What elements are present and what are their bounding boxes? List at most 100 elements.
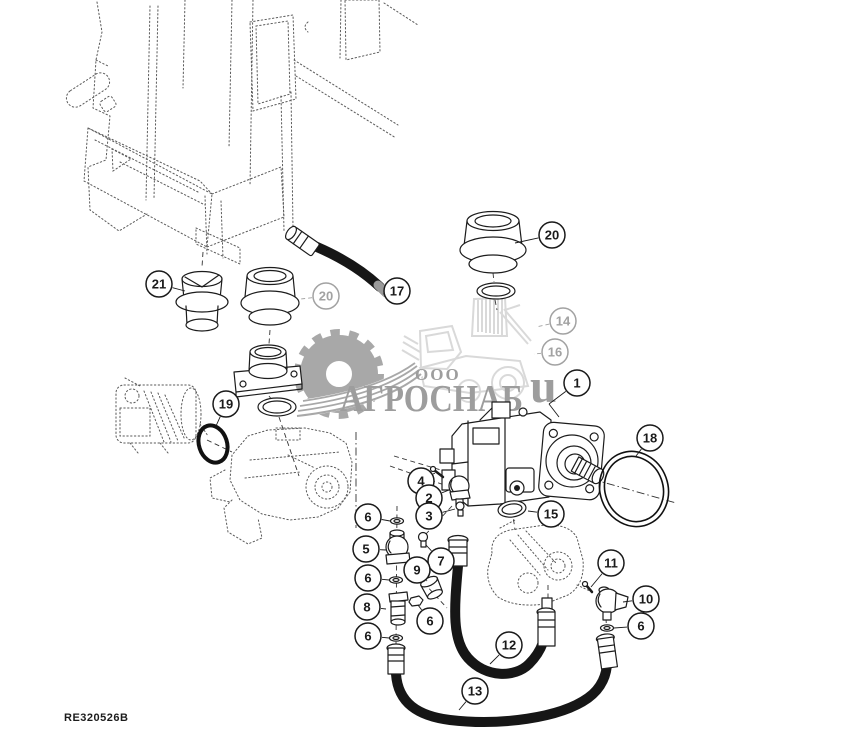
leader-6: [381, 578, 390, 581]
callout-label: 14: [556, 314, 571, 329]
leader-14: [535, 323, 550, 328]
washer-6-right: [599, 624, 615, 632]
callout-6: 6: [627, 612, 655, 640]
hose-12-right-fitting: [536, 597, 556, 647]
callout-label: 17: [390, 284, 404, 299]
washer-6-bottom: [388, 634, 404, 642]
callout-5: 5: [352, 535, 380, 563]
callout-label: 10: [639, 592, 653, 607]
callout-6: 6: [354, 503, 382, 531]
callout-label: 4: [417, 474, 425, 489]
leader-16: [533, 352, 542, 355]
figure-reference: RE320526B: [64, 712, 129, 724]
leader-4: [432, 472, 436, 475]
hose-17: [284, 225, 391, 298]
hose-13-right-fitting: [595, 633, 619, 670]
fitting-7: [417, 531, 429, 548]
callout-3: 3: [415, 502, 443, 530]
seal-ring-below-grommet: [476, 282, 516, 300]
grommet-left: [240, 266, 300, 326]
washer-6-top: [389, 517, 405, 525]
filler-neck-flange: [233, 344, 303, 417]
leader-1: [548, 391, 567, 405]
callout-label: 20: [545, 228, 559, 243]
fitting-8: [388, 591, 409, 626]
callout-label: 20: [319, 289, 333, 304]
fitting-4-screw: [429, 465, 445, 479]
leader-15: [527, 510, 538, 513]
callout-19: 19: [212, 390, 240, 418]
callout-11: 11: [597, 549, 625, 577]
leader-19: [215, 416, 221, 427]
nut-6: [408, 595, 424, 607]
swoosh: [295, 361, 425, 418]
screw-11: [581, 580, 594, 594]
callout-label: 15: [544, 507, 558, 522]
callout-18: 18: [636, 424, 664, 452]
watermark-prefix: ООО: [415, 365, 461, 384]
watermark-partial-letter: u: [530, 360, 557, 413]
leader-10: [622, 600, 633, 603]
leader-9: [426, 580, 428, 582]
leader-7: [425, 544, 432, 552]
callout-label: 6: [426, 614, 433, 629]
leader-21: [172, 287, 186, 292]
transmission-phantom-right: [487, 519, 593, 615]
washer-6-mid: [388, 576, 404, 584]
callout-label: 13: [468, 684, 482, 699]
callout-label: 6: [364, 510, 371, 525]
fitting-5-elbow: [385, 529, 411, 565]
callout-label: 18: [643, 431, 657, 446]
callout-label: 21: [152, 277, 166, 292]
o-ring-18: [598, 450, 670, 528]
callout-label: 6: [364, 629, 371, 644]
callout-14: 14: [549, 307, 577, 335]
callout-label: 8: [363, 600, 370, 615]
main-pump: [439, 401, 605, 507]
leader-12: [489, 654, 500, 665]
callout-label: 3: [425, 509, 432, 524]
leader-20: [300, 297, 313, 300]
hose-13-left-fitting: [386, 643, 406, 675]
callout-9: 9: [403, 556, 431, 584]
callout-10: 10: [632, 585, 660, 613]
o-ring-15: [497, 500, 527, 518]
flange-seal-ring: [257, 397, 297, 417]
callout-label: 6: [364, 571, 371, 586]
fitting-10-elbow: [595, 586, 629, 621]
o-ring-19: [196, 423, 230, 465]
hose-17-fitting: [284, 225, 320, 257]
callout-label: 2: [425, 491, 432, 506]
leader-6: [381, 636, 390, 639]
callout-8: 8: [353, 593, 381, 621]
callout-15: 15: [537, 500, 565, 528]
callout-1: 1: [563, 369, 591, 397]
leader-2: [441, 489, 450, 494]
callout-label: 7: [437, 554, 444, 569]
callout-label: 1: [573, 376, 580, 391]
callout-13: 13: [461, 677, 489, 705]
leader-18: [635, 448, 642, 457]
fitting-2-elbow: [448, 475, 471, 507]
grommet-right: [459, 210, 527, 300]
callout-label: 12: [502, 638, 516, 653]
callout-label: 9: [413, 563, 420, 578]
hydraulic-pump-phantom-left: [115, 377, 209, 454]
callout-6: 6: [354, 622, 382, 650]
callout-21: 21: [145, 270, 173, 298]
leader-6: [381, 519, 391, 522]
leader-6: [417, 604, 422, 611]
transmission-phantom-center: [209, 427, 353, 545]
callout-7: 7: [427, 547, 455, 575]
callout-17: 17: [383, 277, 411, 305]
callout-label: 6: [637, 619, 644, 634]
leader-11: [590, 573, 603, 588]
leader-13: [458, 701, 467, 711]
callout-20: 20: [312, 282, 340, 310]
callout-6: 6: [416, 607, 444, 635]
hose-13: [386, 633, 619, 727]
callout-20: 20: [538, 221, 566, 249]
